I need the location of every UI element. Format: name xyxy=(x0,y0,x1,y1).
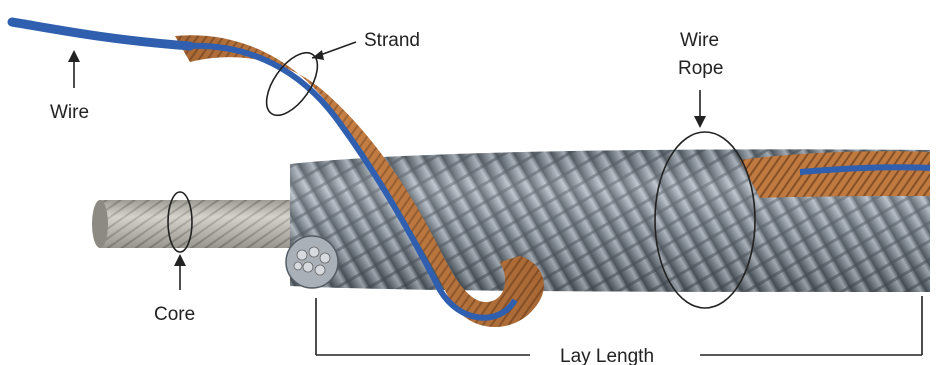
wire-illustration xyxy=(12,22,190,46)
strand-label: Strand xyxy=(364,30,420,51)
lay-length-label: Lay Length xyxy=(560,346,654,365)
core-label: Core xyxy=(154,304,195,325)
wire-rope-label-line2: Rope xyxy=(678,58,723,79)
wire-label: Wire xyxy=(50,102,89,123)
wire-rope-label-line1: Wire xyxy=(680,30,719,51)
